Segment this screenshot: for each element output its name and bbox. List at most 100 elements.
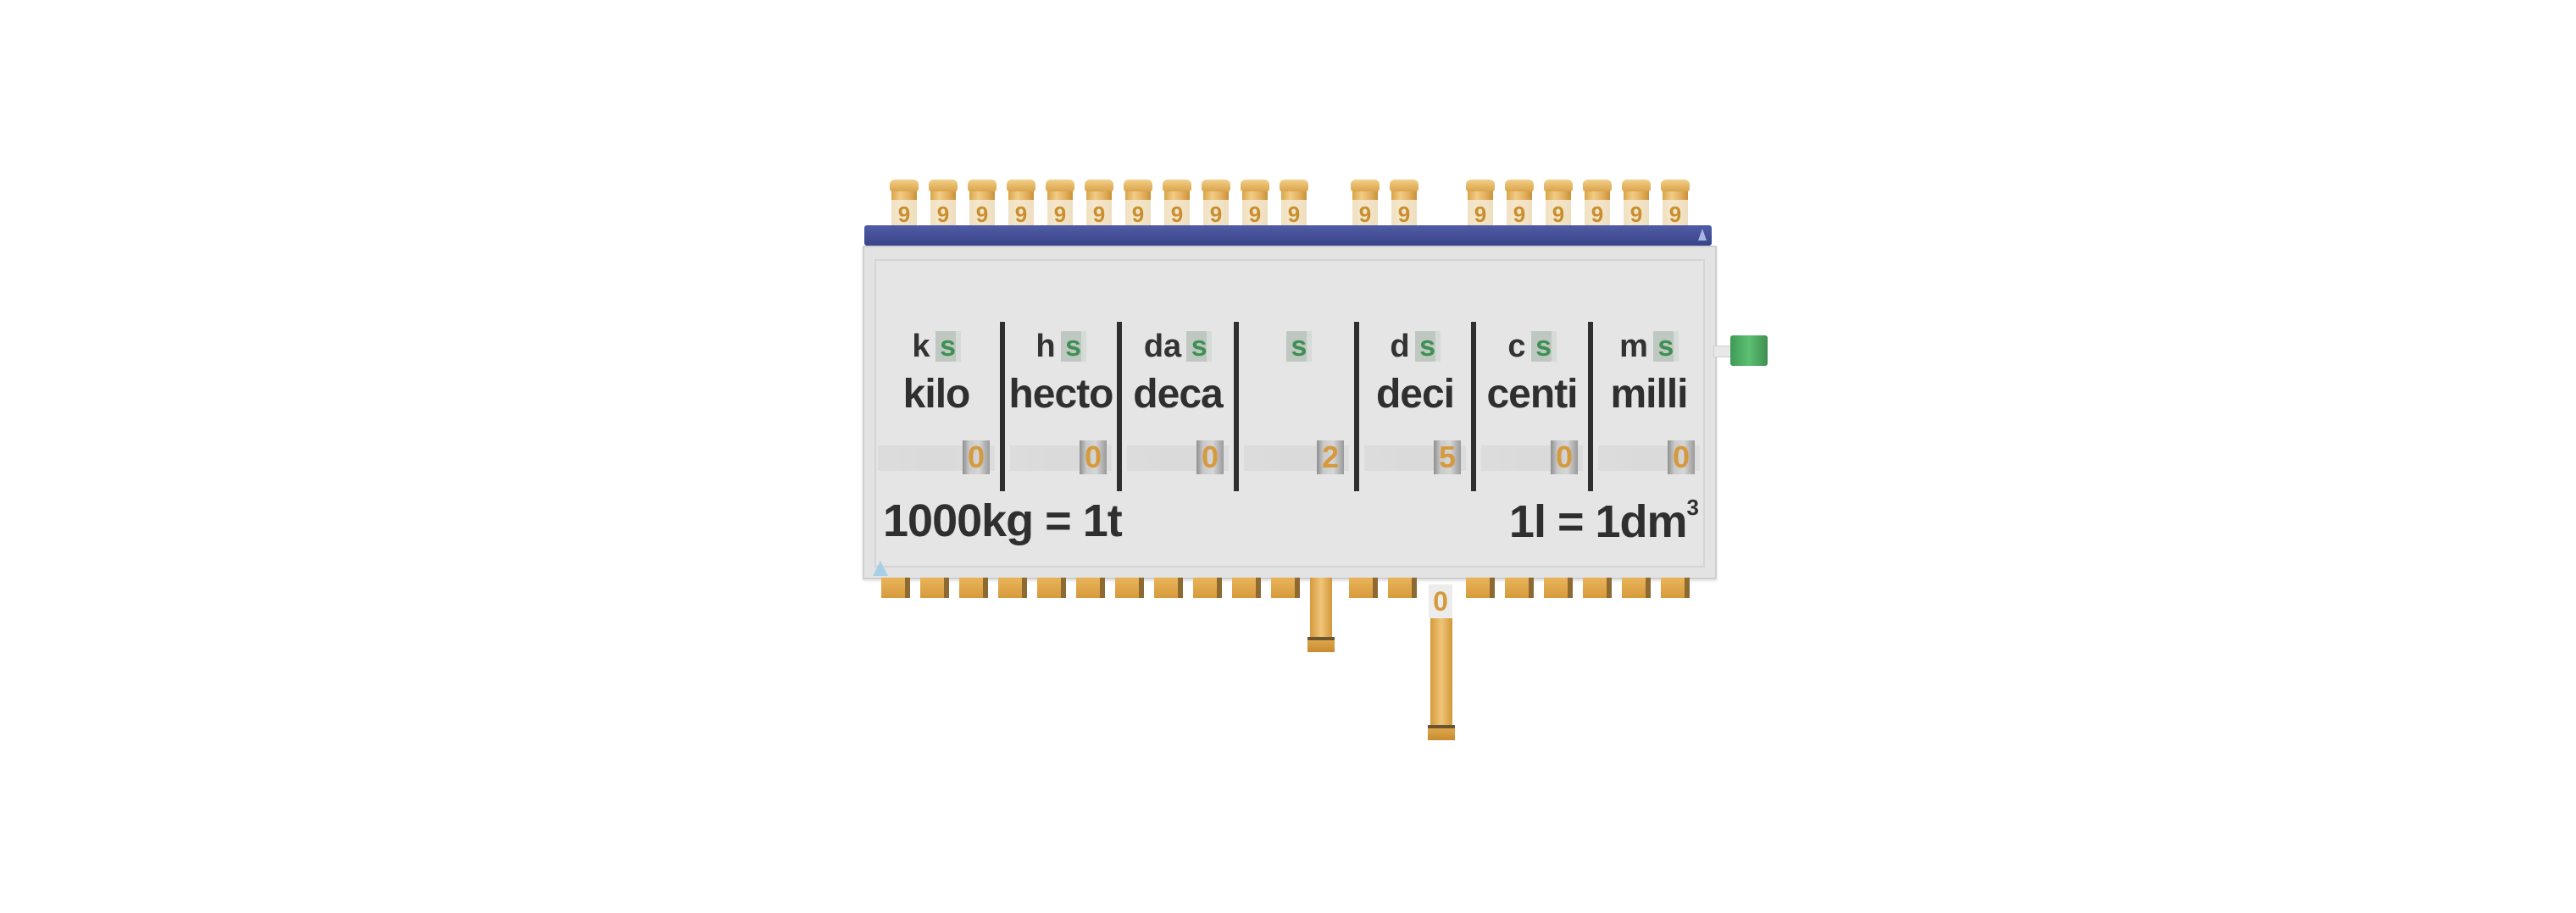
top-rod[interactable]: 9 xyxy=(1241,180,1269,229)
pulled-rod-foot xyxy=(1428,725,1455,740)
top-rod[interactable]: 9 xyxy=(1163,180,1191,229)
bottom-tab[interactable] xyxy=(1193,578,1222,598)
knob-body xyxy=(1730,335,1768,366)
rod-cap xyxy=(1544,180,1573,191)
top-rod[interactable]: 9 xyxy=(1046,180,1074,229)
top-rod[interactable]: 9 xyxy=(1390,180,1418,229)
unit-panel: k s kilo 0 h s hecto 0 d xyxy=(863,246,1717,579)
top-rod[interactable]: 9 xyxy=(929,180,958,229)
unit-chip: s xyxy=(1286,331,1312,362)
column-divider xyxy=(1588,322,1593,491)
bottom-tab[interactable] xyxy=(1232,578,1261,598)
column-divider xyxy=(1000,322,1005,491)
rod-cap xyxy=(1241,180,1269,191)
prefix-name: hecto xyxy=(1008,372,1113,417)
rod-cap xyxy=(1466,180,1495,191)
bottom-tab[interactable] xyxy=(1349,578,1378,598)
column-kilo: k s kilo 0 xyxy=(873,315,1000,501)
rod-cap xyxy=(929,180,958,191)
bottom-tab[interactable] xyxy=(959,578,988,598)
prefix-row: h s xyxy=(1005,327,1117,366)
top-rod[interactable]: 9 xyxy=(1007,180,1035,229)
rod-cap xyxy=(1124,180,1152,191)
top-rod[interactable]: 9 xyxy=(1583,180,1612,229)
unit-chip: s xyxy=(1060,331,1086,362)
top-rod[interactable]: 9 xyxy=(1202,180,1230,229)
digit-counter[interactable]: 0 xyxy=(1196,440,1224,474)
rod-digit: 9 xyxy=(1507,200,1532,229)
bottom-tab[interactable] xyxy=(1037,578,1066,598)
bottom-tab[interactable] xyxy=(998,578,1027,598)
top-rod[interactable]: 9 xyxy=(1544,180,1573,229)
rod-cap xyxy=(1583,180,1612,191)
equation-volume-base: 1l = 1dm xyxy=(1508,496,1688,547)
digit-counter[interactable]: 0 xyxy=(1551,440,1578,474)
unit-chip: s xyxy=(935,331,961,362)
digit-counter[interactable]: 0 xyxy=(1080,440,1107,474)
digit-counter[interactable]: 0 xyxy=(963,440,990,474)
digit-counter[interactable]: 0 xyxy=(1668,440,1695,474)
digit-row: 0 xyxy=(873,440,1000,474)
rod-digit: 9 xyxy=(1008,200,1034,229)
bottom-tab[interactable] xyxy=(1583,578,1612,598)
rod-digit: 9 xyxy=(1585,200,1610,229)
column-deca: da s deca 0 xyxy=(1122,315,1234,501)
bottom-tab[interactable] xyxy=(920,578,949,598)
top-rod[interactable]: 9 xyxy=(1622,180,1651,229)
prefix-row: k s xyxy=(873,327,1000,366)
digit-counter[interactable]: 5 xyxy=(1434,440,1461,474)
prefix-name: deci xyxy=(1375,372,1455,417)
rod-digit: 9 xyxy=(1624,200,1649,229)
rod-digit: 9 xyxy=(969,200,995,229)
top-rod[interactable]: 9 xyxy=(968,180,997,229)
rod-digit: 9 xyxy=(1242,200,1268,229)
pulled-rod[interactable] xyxy=(1307,578,1335,652)
bottom-tab[interactable] xyxy=(1115,578,1144,598)
pulled-rod[interactable] xyxy=(1428,618,1455,740)
top-rod[interactable]: 9 xyxy=(1280,180,1308,229)
bottom-tab[interactable] xyxy=(881,578,910,598)
bottom-tab[interactable] xyxy=(1622,578,1651,598)
green-knob[interactable] xyxy=(1713,332,1771,369)
digit-counter[interactable]: 2 xyxy=(1317,440,1344,474)
column-centi: c s centi 0 xyxy=(1476,315,1588,501)
rod-cap xyxy=(1622,180,1651,191)
top-rod[interactable]: 9 xyxy=(890,180,919,229)
top-rod[interactable]: 9 xyxy=(1351,180,1380,229)
bottom-tab[interactable] xyxy=(1661,578,1690,598)
bottom-tab[interactable] xyxy=(1154,578,1183,598)
prefix-symbol: c xyxy=(1507,328,1526,364)
column-hecto: h s hecto 0 xyxy=(1005,315,1117,501)
rod-cap xyxy=(968,180,997,191)
bottom-tab[interactable] xyxy=(1544,578,1573,598)
column-divider xyxy=(1354,322,1359,491)
top-rod[interactable]: 9 xyxy=(1505,180,1534,229)
rod-digit: 9 xyxy=(1125,200,1151,229)
rod-cap xyxy=(1085,180,1113,191)
column-divider xyxy=(1117,322,1122,491)
prefix-name: deca xyxy=(1133,372,1223,417)
bottom-tab[interactable] xyxy=(1271,578,1300,598)
digit-row: 2 xyxy=(1239,440,1354,474)
top-rod[interactable]: 9 xyxy=(1124,180,1152,229)
column-base-unit: s 2 xyxy=(1239,315,1354,501)
bottom-tab[interactable] xyxy=(1505,578,1534,598)
column-milli: m s milli 0 xyxy=(1593,315,1705,501)
rod-cap xyxy=(1007,180,1035,191)
top-rod[interactable]: 9 xyxy=(1661,180,1690,229)
prefix-row: c s xyxy=(1476,327,1588,366)
digit-row: 0 xyxy=(1593,440,1705,474)
rod-digit: 9 xyxy=(930,200,956,229)
rod-cap xyxy=(1351,180,1380,191)
column-deci: d s deci 5 xyxy=(1359,315,1471,501)
top-rod[interactable]: 9 xyxy=(1466,180,1495,229)
rod-cap xyxy=(1046,180,1074,191)
bottom-tab[interactable] xyxy=(1388,578,1417,598)
prefix-symbol: d xyxy=(1390,328,1410,364)
bottom-tab[interactable] xyxy=(1466,578,1495,598)
rod-digit: 9 xyxy=(1468,200,1493,229)
prefix-name: kilo xyxy=(902,372,971,417)
top-rod[interactable]: 9 xyxy=(1085,180,1113,229)
bottom-tab[interactable] xyxy=(1076,578,1105,598)
